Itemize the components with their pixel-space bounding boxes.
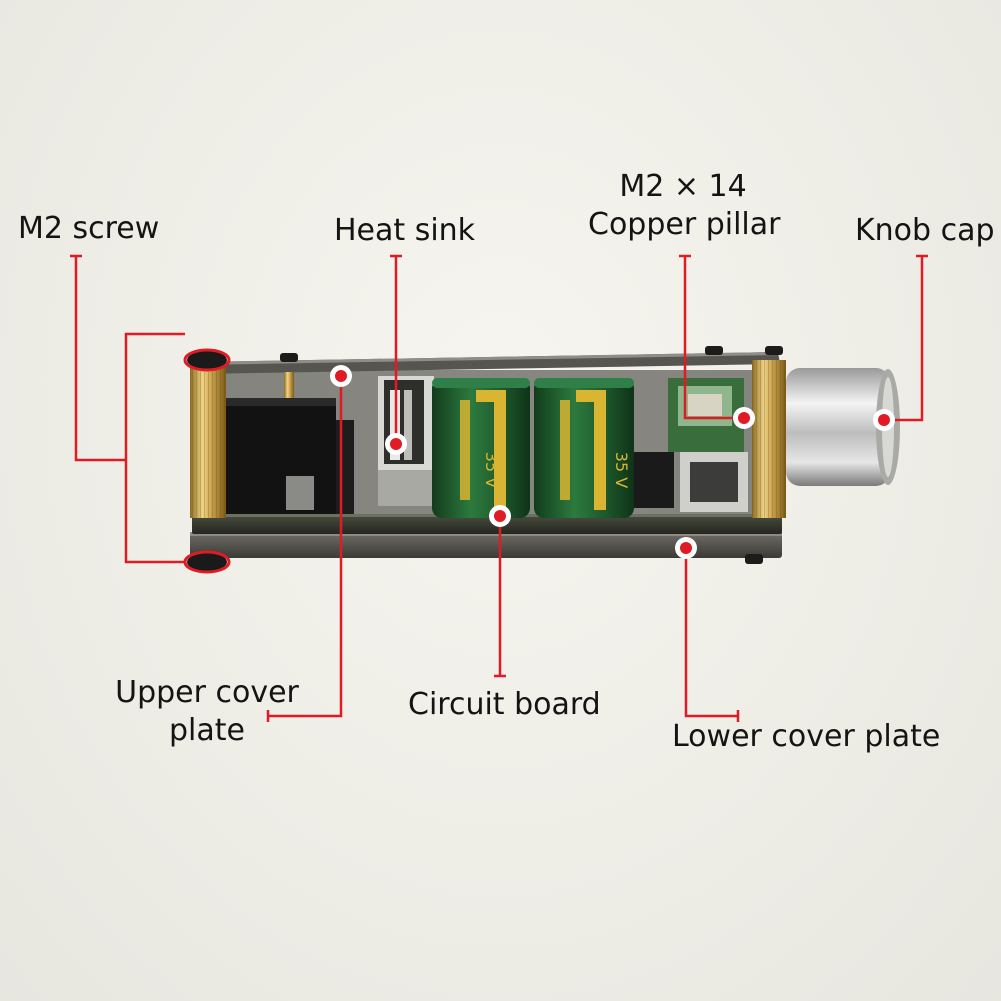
- dot-lower-cover: [675, 537, 697, 559]
- dot-copper-pillar: [733, 407, 755, 429]
- potentiometer: [668, 378, 748, 512]
- leader-m2-bracket: [124, 332, 185, 564]
- label-upper-cover-line1: Upper cover: [115, 675, 299, 710]
- top-screws: [280, 346, 783, 564]
- heat-sink: [378, 376, 434, 506]
- label-upper-cover-line2: plate: [169, 713, 245, 748]
- label-m2-screw: M2 screw: [18, 211, 160, 246]
- dot-knob-cap: [873, 409, 895, 431]
- knob-cap: [786, 368, 900, 486]
- left-copper-pillar: [190, 368, 226, 518]
- right-copper-pillar: [752, 360, 786, 518]
- leader-lines: [70, 254, 928, 722]
- marker-dots: [330, 365, 895, 559]
- dot-circuit-board: [489, 505, 511, 527]
- label-copper-pillar-name: Copper pillar: [588, 207, 781, 242]
- device-body: 35 V 35 V: [183, 346, 900, 574]
- leader-copper-pillar: [683, 256, 742, 420]
- capacitor-1: 35 V: [432, 378, 530, 518]
- capacitor-2-rating: 35 V: [612, 452, 631, 488]
- leader-knob-cap: [885, 256, 924, 422]
- label-upper-cover-plate: Upper cover plate: [114, 674, 300, 750]
- capacitor-2: 35 V: [534, 378, 634, 518]
- label-lower-cover-plate: Lower cover plate: [672, 719, 941, 754]
- dot-heat-sink: [385, 433, 407, 455]
- leader-m2-screw: [74, 256, 126, 462]
- label-copper-pillar: M2 × 14 Copper pillar: [588, 168, 781, 244]
- label-circuit-board: Circuit board: [408, 687, 601, 722]
- leader-lower-cover: [684, 548, 738, 718]
- m2-screws: [183, 348, 231, 574]
- audio-jack: [226, 398, 354, 514]
- leader-upper-cover: [268, 376, 343, 718]
- dot-upper-cover: [330, 365, 352, 387]
- label-copper-pillar-size: M2 × 14: [619, 169, 747, 204]
- capacitor-1-rating: 35 V: [482, 452, 501, 488]
- label-knob-cap: Knob cap: [855, 213, 995, 248]
- label-heat-sink: Heat sink: [334, 213, 476, 248]
